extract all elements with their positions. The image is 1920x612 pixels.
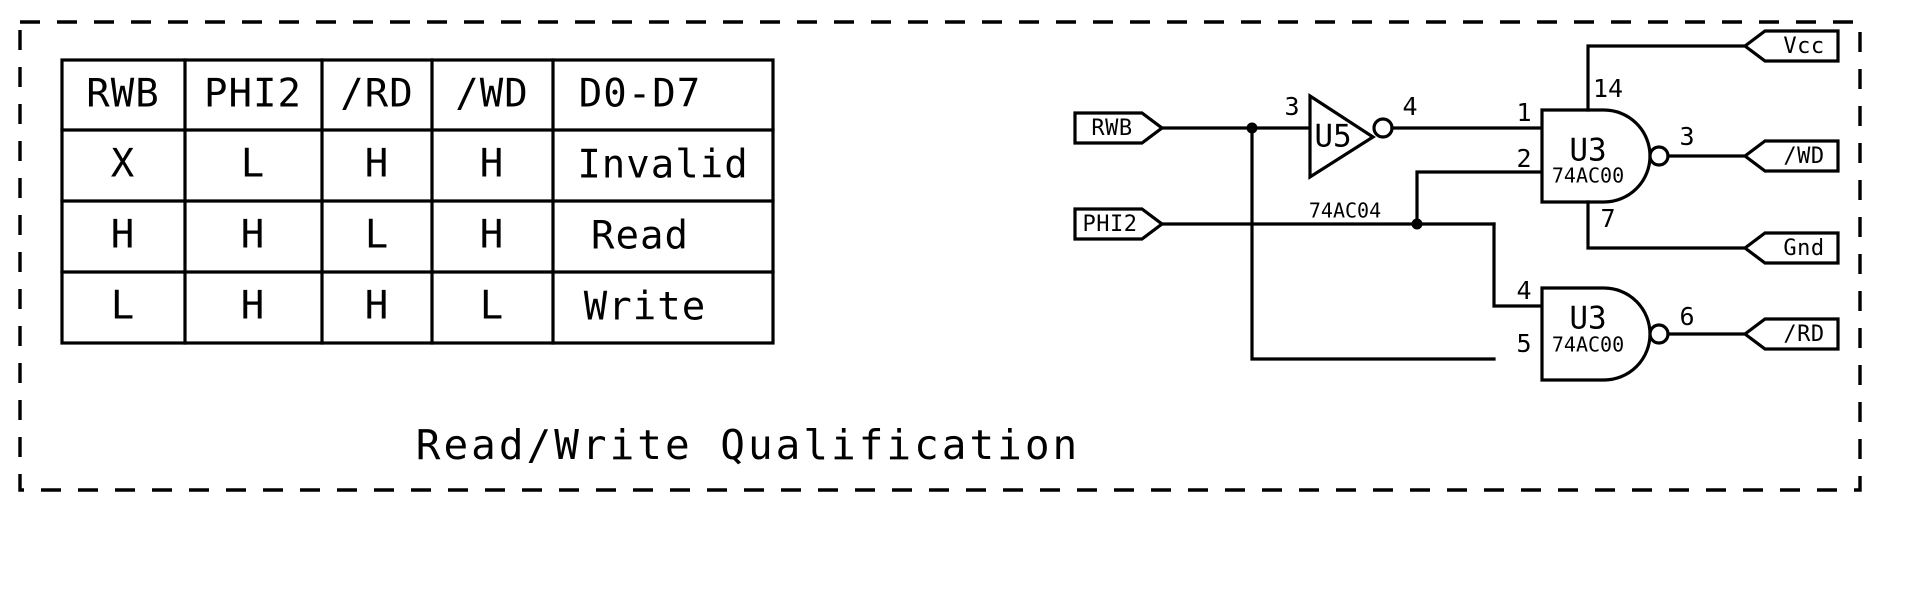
pin-label-u3b-in2: 5	[1516, 329, 1531, 358]
port-gnd[interactable]: Gnd	[1742, 231, 1840, 265]
pin-label-u3a-out: 3	[1679, 122, 1694, 151]
wire-phi2-to-u3a-pin2	[1415, 170, 1542, 226]
cell-r3c3: H	[365, 284, 389, 329]
rwb-port-label: RWB	[1091, 116, 1132, 141]
wd-port-label: /WD	[1783, 144, 1824, 169]
rd-port-shape	[1742, 317, 1840, 351]
table-header-d0d7: D0-D7	[579, 72, 701, 117]
circuit-schematic: RWB U5 74AC04 3 4 PHI2	[1073, 29, 1840, 382]
phi2-port-label: PHI2	[1083, 212, 1138, 237]
rwb-port-shape	[1073, 111, 1165, 145]
u5-output-bubble	[1372, 117, 1394, 139]
pin-label-u3a-vcc: 14	[1593, 74, 1623, 103]
cell-r1c5: Invalid	[577, 143, 748, 188]
cell-r3c5: Write	[584, 285, 706, 330]
rd-port-label: /RD	[1783, 322, 1824, 347]
cell-r1c4: H	[480, 142, 504, 187]
wire-phi2-to-u3b-pin4	[1492, 222, 1542, 308]
gnd-port-shape	[1742, 231, 1840, 265]
wire-u3a-gnd	[1586, 200, 1747, 250]
gnd-port-label: Gnd	[1783, 236, 1824, 261]
port-wd[interactable]: /WD	[1742, 139, 1840, 173]
cell-r1c2: L	[241, 142, 265, 187]
u5-partnumber: 74AC04	[1309, 199, 1381, 223]
u5-triangle	[1308, 93, 1376, 180]
cell-r1c3: H	[365, 142, 389, 187]
table-header-wd: /WD	[455, 72, 528, 117]
table-header-phi2: PHI2	[204, 72, 302, 117]
u3a-output-bubble	[1648, 145, 1670, 167]
cell-r2c3: L	[365, 213, 389, 258]
u3b-partnumber: 74AC00	[1552, 333, 1624, 357]
component-u3b-nand[interactable]: U3 74AC00	[1540, 286, 1670, 382]
wire-rwb-to-u3b-pin5	[1250, 126, 1496, 361]
u3b-refdes: U3	[1569, 301, 1606, 337]
table-row: X L H H Invalid	[111, 142, 748, 188]
cell-r3c1: L	[111, 284, 135, 329]
u5-refdes: U5	[1314, 119, 1351, 155]
cell-r2c2: H	[241, 213, 265, 258]
pin-label-u3a-in1: 1	[1516, 98, 1531, 127]
u3a-partnumber: 74AC00	[1552, 164, 1624, 188]
pin-label-u5-out: 4	[1402, 92, 1417, 121]
component-u5-inverter[interactable]: U5 74AC04	[1308, 93, 1394, 223]
diagram-title: Read/Write Qualification	[416, 421, 1080, 469]
cell-r2c1: H	[111, 213, 135, 258]
pin-label-u3a-in2: 2	[1516, 144, 1531, 173]
phi2-port-shape	[1073, 207, 1165, 241]
u3a-refdes: U3	[1569, 133, 1606, 169]
pin-label-u3b-in1: 4	[1516, 276, 1531, 305]
pin-label-u3b-out: 6	[1679, 302, 1694, 331]
table-header-rd: /RD	[340, 72, 413, 117]
table-row: H H L H Read	[111, 213, 689, 259]
port-rd[interactable]: /RD	[1742, 317, 1840, 351]
table-header-rwb: RWB	[86, 72, 159, 117]
cell-r3c2: H	[241, 284, 265, 329]
wd-port-shape	[1742, 139, 1840, 173]
vcc-port-shape	[1742, 29, 1840, 63]
component-u3a-nand[interactable]: U3 74AC00	[1540, 108, 1670, 204]
cell-r2c4: H	[480, 213, 504, 258]
wire-u3a-vcc	[1586, 44, 1747, 112]
pin-label-u5-in: 3	[1284, 92, 1299, 121]
port-vcc[interactable]: Vcc	[1742, 29, 1840, 63]
port-phi2[interactable]: PHI2	[1073, 207, 1165, 241]
u3b-output-bubble	[1648, 323, 1670, 345]
cell-r3c4: L	[480, 284, 504, 329]
cell-r2c5: Read	[591, 214, 689, 259]
vcc-port-label: Vcc	[1783, 34, 1824, 59]
pin-label-u3a-gnd: 7	[1600, 204, 1615, 233]
truth-table: RWB PHI2 /RD /WD D0-D7 X L H H Invalid H…	[60, 58, 775, 345]
diagram-dashed-border	[18, 20, 1862, 492]
port-rwb[interactable]: RWB	[1073, 111, 1165, 145]
cell-r1c1: X	[111, 142, 135, 187]
table-row: L H H L Write	[111, 284, 706, 330]
